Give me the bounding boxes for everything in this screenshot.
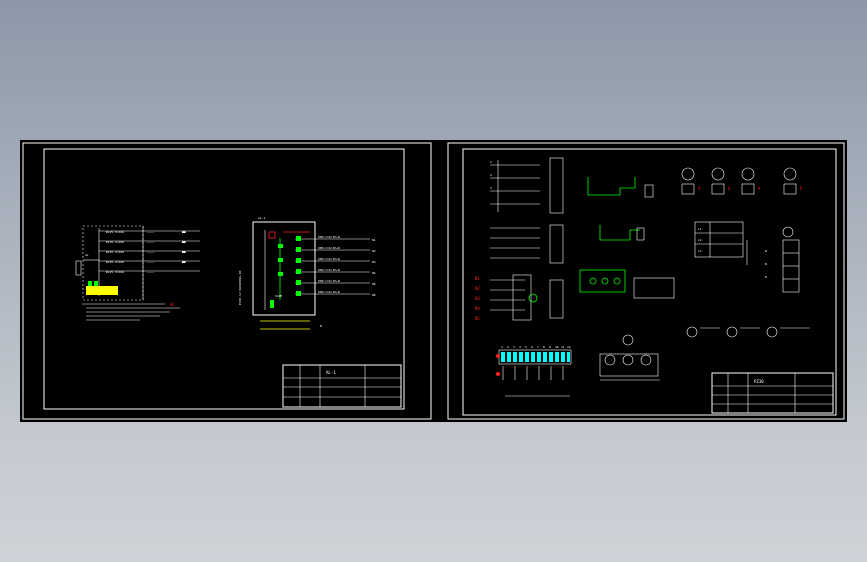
svg-text:N: N [320, 324, 322, 328]
outgoing-id-5: N5 [372, 282, 376, 286]
left-label-2: N2 [475, 286, 480, 291]
svg-text:————: ———— [147, 250, 154, 254]
outgoing-row-2: DPN-C16/1P+N [318, 246, 340, 250]
svg-text:XLPE: XLPE [275, 294, 282, 298]
title-block-right: PZ30 [711, 372, 834, 414]
terminal-number-6: 6 [531, 345, 533, 349]
svg-text:————: ———— [147, 230, 154, 234]
terminal-number-3: 3 [513, 345, 515, 349]
sensor-symbols [686, 326, 810, 338]
svg-text:1: 1 [490, 160, 492, 164]
terminal-number-10: 10 [555, 345, 559, 349]
terminal-number-9: 9 [549, 345, 551, 349]
contactor-group [579, 177, 675, 299]
outgoing-row-4: DPN-C16/1P+N [318, 268, 340, 272]
svg-text:AL-1: AL-1 [258, 216, 265, 220]
sheet-left: AL BLVV-5×10A BLVV-3×10A BLVV-3×10A BLVV… [22, 142, 432, 420]
feeder-row-5: BLVV-3×10A [106, 270, 124, 274]
cad-drawing-canvas[interactable]: AL BLVV-5×10A BLVV-3×10A BLVV-3×10A BLVV… [20, 140, 847, 422]
outgoing-row-5: DPN-C16/1P+N [318, 279, 340, 283]
svg-text:N: N [765, 249, 767, 253]
title-block-right-name: PZ30 [754, 379, 764, 384]
terminal-strip-top: 1 2 3 [490, 157, 564, 214]
legend-row-3: L3 [698, 249, 702, 253]
sheet-right-outer-border [447, 142, 845, 420]
outgoing-row-1: DPN-C16/1P+N [318, 235, 340, 239]
terminal-block-right: N N N [765, 226, 800, 293]
svg-text:■■: ■■ [182, 230, 186, 234]
outgoing-row-3: DPN-C16/1P+N [318, 257, 340, 261]
highlight-block [86, 286, 118, 295]
outgoing-id-6: N6 [372, 293, 376, 297]
svg-text:■■: ■■ [182, 260, 186, 264]
outgoing-circuits: DPN-C16/1P+N DPN-C16/1P+N DPN-C16/1P+N D… [295, 235, 376, 297]
outgoing-id-1: N1 [372, 238, 376, 242]
terminal-number-4: 4 [519, 345, 521, 349]
feeder-rows: BLVV-5×10A BLVV-3×10A BLVV-3×10A BLVV-3×… [99, 226, 200, 300]
svg-text:A: A [758, 186, 761, 191]
svg-text:————: ———— [147, 260, 154, 264]
svg-text:N: N [765, 262, 767, 266]
distribution-board: AL-1 PZ30-12 ROUGHING-IN XLPE [238, 216, 376, 330]
svg-text:A: A [698, 186, 701, 191]
left-label-5: N5 [475, 316, 480, 321]
svg-text:V: V [800, 186, 803, 191]
svg-text:A: A [728, 186, 731, 191]
terminal-number-8: 8 [543, 345, 545, 349]
meter-symbols: A A A V [681, 167, 803, 195]
terminal-cells [501, 352, 570, 362]
board-vertical-label: PZ30-12 ROUGHING-IN [238, 270, 242, 305]
terminal-number-7: 7 [537, 345, 539, 349]
svg-text:————: ———— [147, 240, 154, 244]
sheet-left-outer-border [22, 142, 432, 420]
sheet-left-inner-border [43, 148, 405, 410]
sheet-right-inner-border [462, 148, 837, 416]
feeder-row-1: BLVV-5×10A [106, 230, 124, 234]
cad-drawing: AL BLVV-5×10A BLVV-3×10A BLVV-3×10A BLVV… [22, 142, 845, 420]
terminal-number-1: 1 [501, 345, 503, 349]
left-label-4: N4 [475, 306, 480, 311]
svg-text:2: 2 [490, 173, 492, 177]
lamp-group [599, 334, 660, 381]
terminal-strip-middle [490, 224, 564, 264]
terminal-number-11: 11 [561, 345, 565, 349]
legend-row-2: L2 [698, 238, 702, 242]
feeder-row-2: BLVV-3×10A [106, 240, 124, 244]
title-block-left: AL-1 [282, 364, 402, 408]
outgoing-row-6: DPN-C16/1P+N [318, 290, 340, 294]
transformer-block: N1 N2 N3 N4 N5 [475, 274, 564, 321]
red-note: AL [170, 302, 175, 307]
outgoing-id-4: N4 [372, 271, 376, 275]
terminal-number-5: 5 [525, 345, 527, 349]
left-label-3: N3 [475, 296, 480, 301]
svg-text:3: 3 [490, 186, 492, 190]
svg-text:N: N [765, 275, 767, 279]
cabinet-label: AL [85, 253, 89, 257]
sheet-right: 1 2 3 N1 N2 N3 N4 N5 [447, 142, 845, 420]
left-label-1: N1 [475, 276, 480, 281]
legend-table: L1 L2 L3 [694, 221, 748, 265]
terminal-rail: 1 2 3 4 5 6 7 8 9 10 11 12 [496, 345, 572, 397]
feeder-row-3: BLVV-3×10A [106, 250, 124, 254]
feeder-row-4: BLVV-3×10A [106, 260, 124, 264]
legend-row-1: L1 [698, 227, 702, 231]
panel-schematic-al: AL BLVV-5×10A BLVV-3×10A BLVV-3×10A BLVV… [75, 225, 200, 321]
svg-text:————: ———— [147, 270, 154, 274]
note-lines: AL [82, 302, 180, 321]
svg-text:■■: ■■ [182, 240, 186, 244]
title-block-left-name: AL-1 [326, 370, 336, 375]
board-frame [252, 221, 316, 316]
outgoing-id-2: N2 [372, 249, 376, 253]
terminal-number-2: 2 [507, 345, 509, 349]
terminal-number-12: 12 [567, 345, 571, 349]
svg-text:■■: ■■ [182, 250, 186, 254]
outgoing-id-3: N3 [372, 260, 376, 264]
